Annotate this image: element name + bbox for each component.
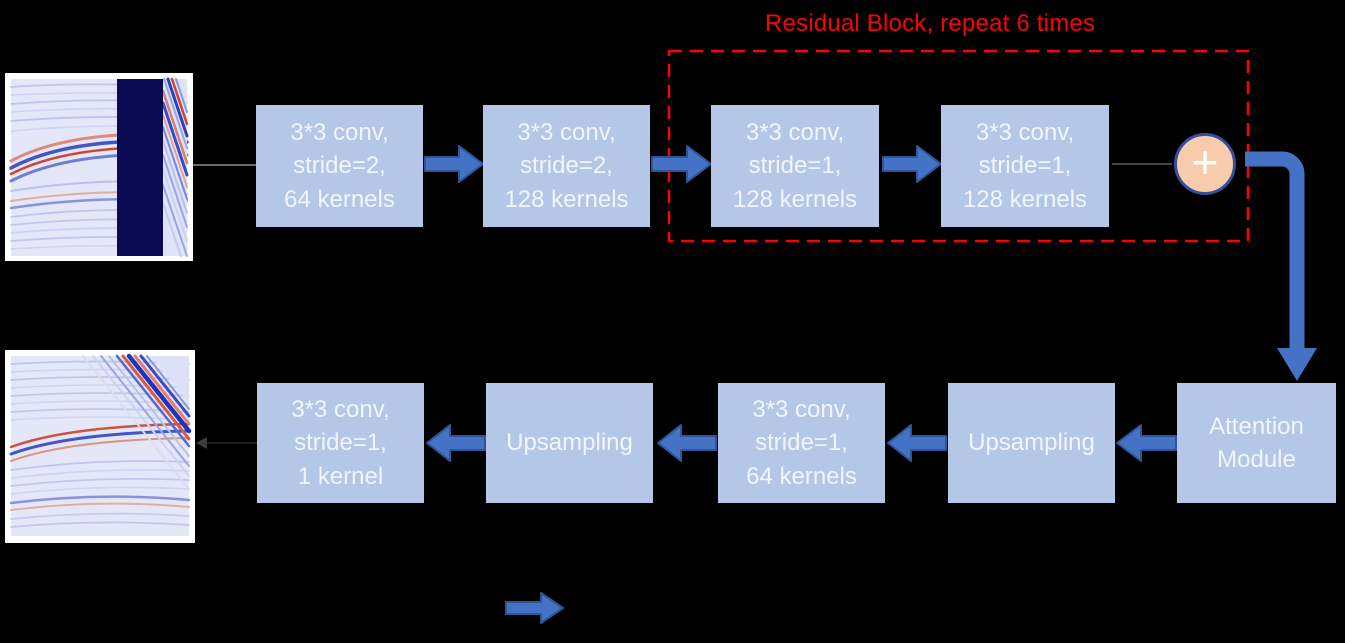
- conv-block-s1-128b: 3*3 conv, stride=1, 128 kernels: [941, 105, 1109, 227]
- masked-traces-band: [117, 79, 163, 256]
- arrow-upsampling-conv5: [887, 424, 947, 462]
- input-image: [5, 73, 193, 261]
- upsampling-block-right: Upsampling: [948, 383, 1115, 503]
- conv-block-s1-64: 3*3 conv, stride=1, 64 kernels: [718, 383, 885, 503]
- conv-block-s2-128: 3*3 conv, stride=2, 128 kernels: [483, 105, 650, 227]
- conv-block-s1-128a: 3*3 conv, stride=1, 128 kernels: [711, 105, 879, 227]
- reconstructed-seismic-gather-art: [5, 350, 195, 543]
- output-image: [5, 350, 195, 543]
- elbow-connector-sum-to-attention: [1245, 151, 1317, 381]
- conv-block-s2-64: 3*3 conv, stride=2, 64 kernels: [256, 105, 423, 227]
- legend-arrow: [505, 592, 564, 624]
- plus-icon: +: [1191, 136, 1219, 188]
- upsampling-block-left: Upsampling: [486, 383, 653, 503]
- residual-block-title: Residual Block, repeat 6 times: [764, 10, 1096, 37]
- arrow-conv5-upsampling: [657, 424, 717, 462]
- conv-block-s1-1: 3*3 conv, stride=1, 1 kernel: [257, 383, 424, 503]
- attention-module-block: Attention Module: [1177, 383, 1336, 503]
- masked-seismic-gather-art: [5, 73, 193, 261]
- arrow-conv3-conv4: [882, 145, 942, 183]
- residual-sum-node: +: [1174, 133, 1236, 195]
- arrow-conv2-conv3: [651, 145, 712, 183]
- arrow-upsampling-conv6: [426, 424, 486, 462]
- arrow-conv1-conv2: [424, 145, 484, 183]
- output-connector-arrow: [196, 437, 257, 449]
- arrow-attention-upsampling: [1116, 424, 1177, 462]
